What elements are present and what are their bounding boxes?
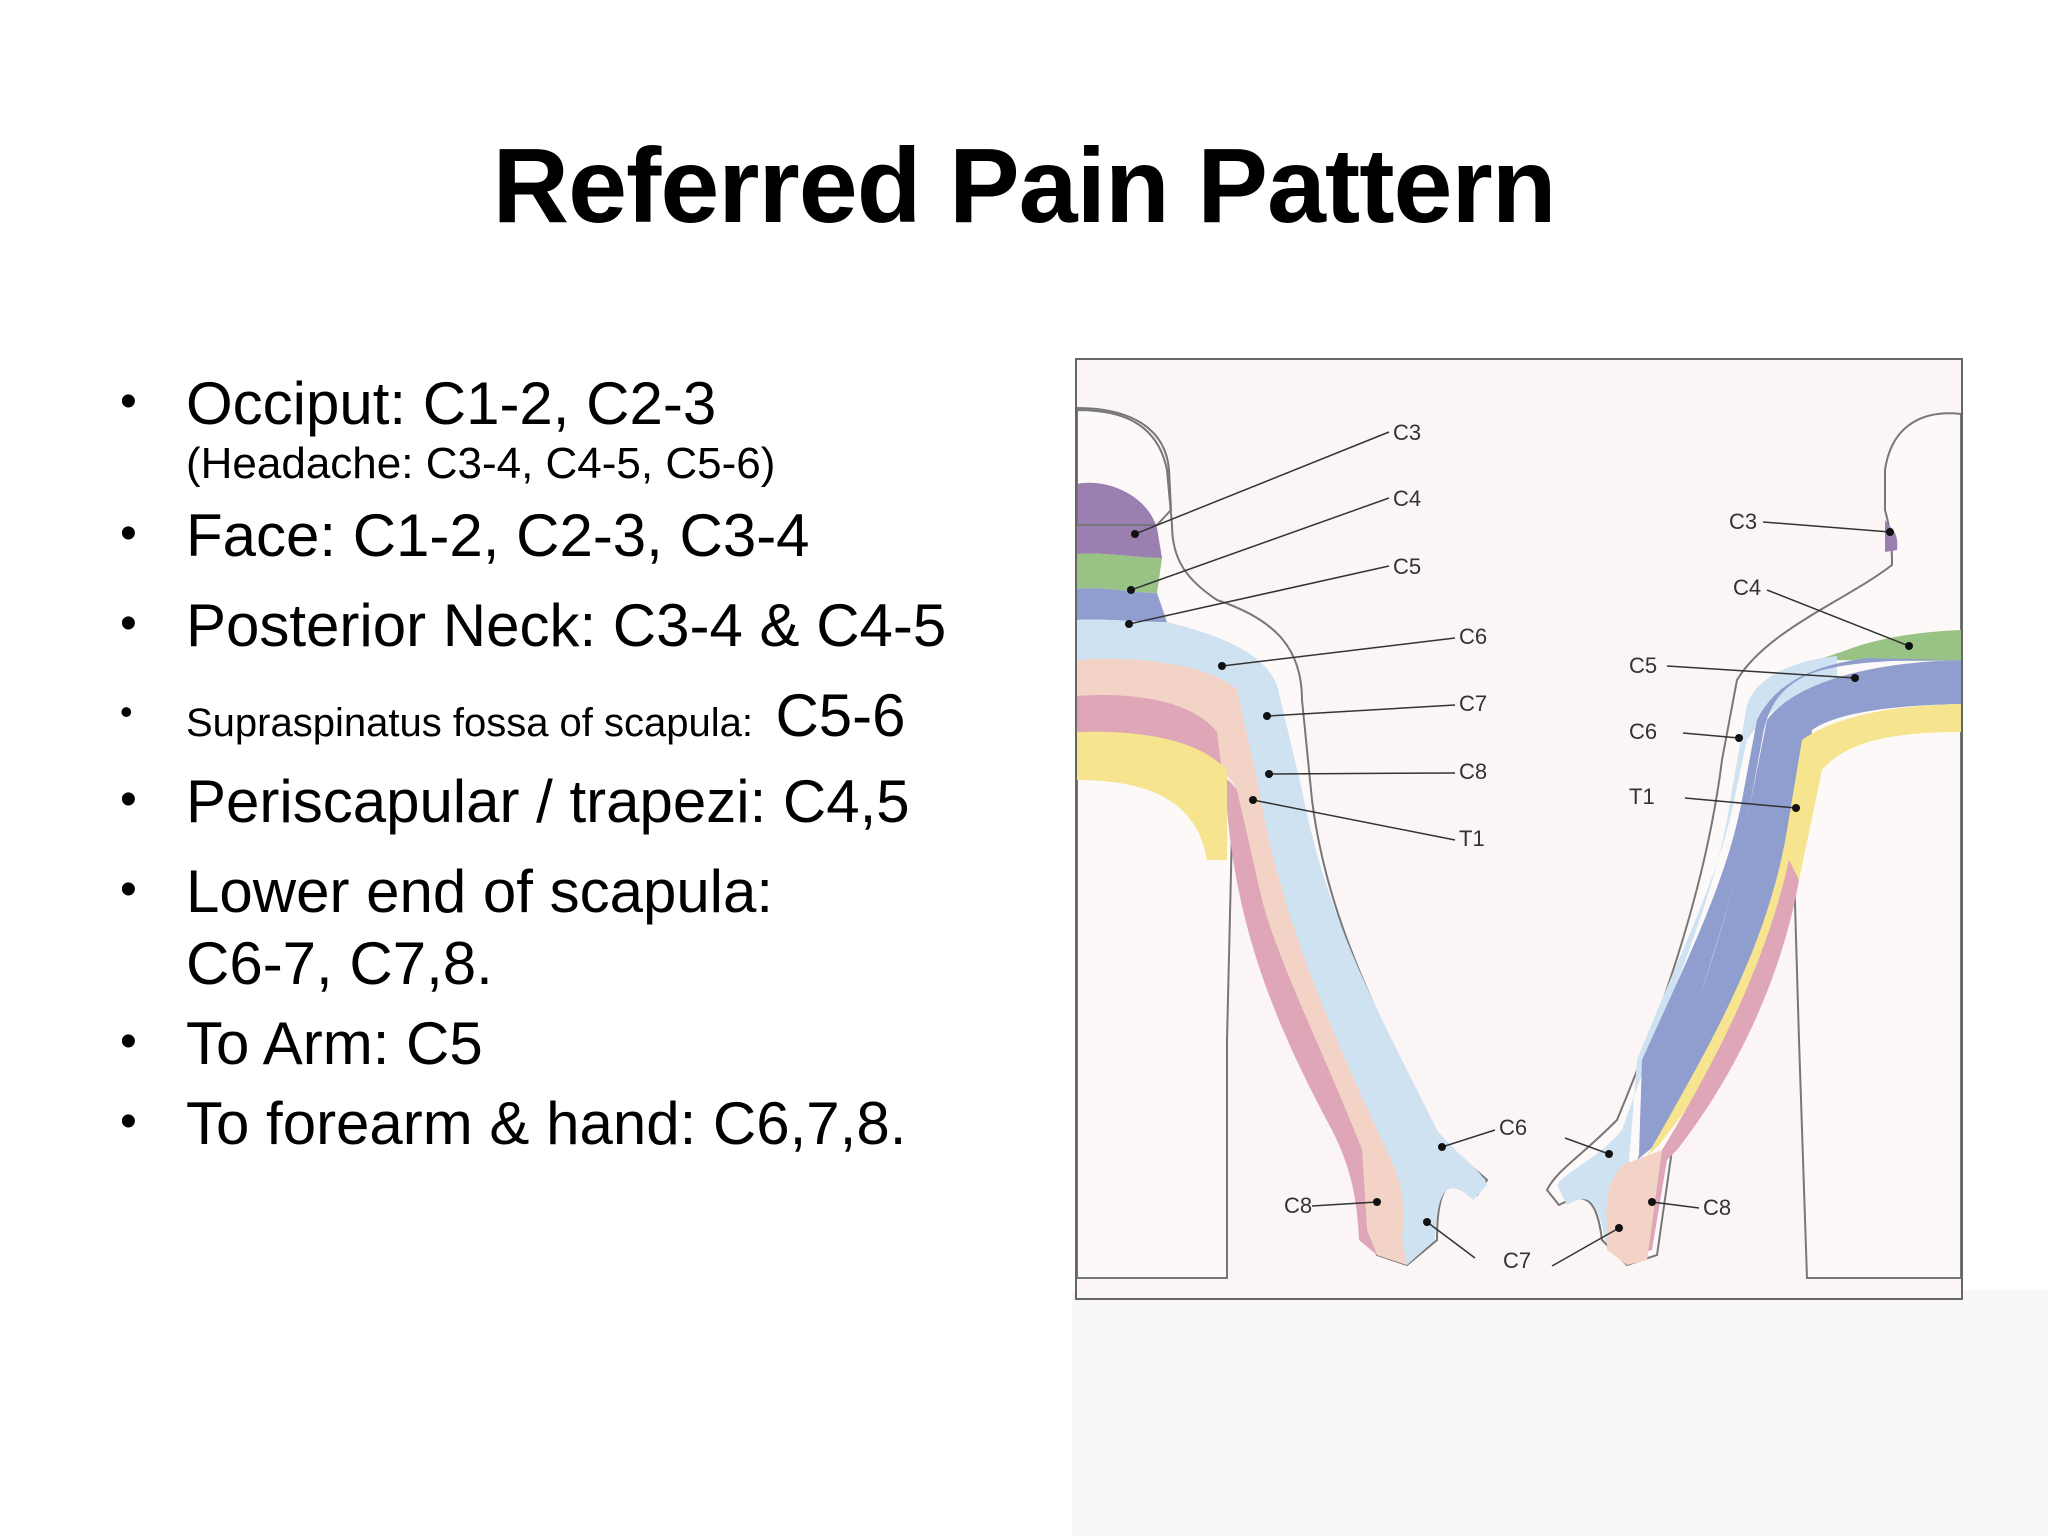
- left-body-figure: C3 C4 C5 C6 C7 C8 T1 C6 C8 C7: [1077, 406, 1531, 1279]
- right-pointer-dots: [1605, 528, 1913, 1232]
- bullet-text: Lower end of scapula: C6-7, C7,8.: [186, 858, 774, 998]
- bullet-occiput: • Occiput: C1-2, C2-3 (Headache: C3-4, C…: [120, 368, 1020, 488]
- bullet-face: • Face: C1-2, C2-3, C3-4: [120, 500, 1020, 572]
- right-c7-hand: [1606, 1150, 1662, 1265]
- slide-title: Referred Pain Pattern: [492, 127, 1557, 245]
- label-c5: C5: [1393, 554, 1421, 579]
- dermatome-figure: C3 C4 C5 C6 C7 C8 T1 C6 C8 C7: [1075, 358, 1963, 1300]
- bullet-small-text: Supraspinatus fossa of scapula:: [186, 701, 754, 746]
- bullet-supraspinatus: • Supraspinatus fossa of scapula: C5-6: [120, 680, 1020, 752]
- label-c4: C4: [1393, 486, 1421, 511]
- left-c4-band: [1077, 553, 1162, 593]
- label-c8-hand-right: C8: [1703, 1195, 1731, 1220]
- dermatome-diagram: C3 C4 C5 C6 C7 C8 T1 C6 C8 C7: [1077, 406, 1961, 1279]
- left-c3-band: [1077, 482, 1162, 558]
- left-head: [1077, 406, 1173, 526]
- label-c6-hand: C6: [1499, 1115, 1527, 1140]
- label-c7: C7: [1459, 691, 1487, 716]
- bullet-dot-icon: •: [120, 375, 137, 428]
- label-c3: C3: [1393, 420, 1421, 445]
- right-pointer-lines: [1551, 521, 1910, 1267]
- left-pointer-lines: [1128, 431, 1496, 1259]
- bullet-dot-icon: •: [120, 597, 137, 651]
- bullet-dot-icon: •: [120, 1015, 137, 1069]
- bullet-posterior-neck: • Posterior Neck: C3-4 & C4-5: [120, 590, 1020, 662]
- bullet-text: Posterior Neck: C3-4 & C4-5: [186, 592, 947, 660]
- bullet-text: To Arm: C5: [186, 1010, 483, 1078]
- bullet-list: • Occiput: C1-2, C2-3 (Headache: C3-4, C…: [120, 368, 1020, 1160]
- bullet-dot-icon: •: [120, 863, 137, 917]
- bullet-periscapular: • Periscapular / trapezi: C4,5: [120, 766, 1020, 838]
- bullet-text: C5-6: [775, 682, 906, 750]
- left-pointer-dots: [1125, 530, 1446, 1226]
- bullet-forearm-hand: • To forearm & hand: C6,7,8.: [120, 1088, 1020, 1160]
- bullet-lower-scapula: • Lower end of scapula: C6-7, C7,8.: [120, 856, 826, 1000]
- bullet-text: Periscapular / trapezi: C4,5: [186, 768, 910, 836]
- label-c6: C6: [1459, 624, 1487, 649]
- bullet-dot-icon: •: [120, 691, 133, 733]
- bullet-arm: • To Arm: C5: [120, 1008, 1020, 1080]
- bullet-text: To forearm & hand: C6,7,8.: [186, 1090, 907, 1158]
- right-c8-band: [1637, 860, 1799, 1255]
- bullet-dot-icon: •: [120, 773, 137, 827]
- label-t1-right: T1: [1629, 784, 1655, 809]
- label-c5-right: C5: [1629, 653, 1657, 678]
- right-body-figure: C3 C4 C5 C6 T1 C6 C8: [1545, 412, 1961, 1279]
- bullet-text: Face: C1-2, C2-3, C3-4: [186, 502, 810, 570]
- right-c4-band: [1817, 630, 1961, 661]
- label-t1: T1: [1459, 826, 1485, 851]
- bullet-text: Occiput: C1-2, C2-3: [186, 370, 717, 437]
- right-c6-band: [1557, 656, 1837, 1250]
- background-panel: [1072, 1290, 2048, 1536]
- bullet-dot-icon: •: [120, 507, 137, 561]
- label-c4-right: C4: [1733, 575, 1761, 600]
- bullet-dot-icon: •: [120, 1095, 137, 1149]
- bullet-subtext: (Headache: C3-4, C4-5, C5-6): [186, 439, 776, 488]
- label-c3-right: C3: [1729, 509, 1757, 534]
- label-c8-hand: C8: [1284, 1193, 1312, 1218]
- label-c6-right: C6: [1629, 719, 1657, 744]
- label-c7-hand: C7: [1503, 1248, 1531, 1273]
- right-c3-patch: [1885, 520, 1898, 552]
- left-t1-band: [1077, 731, 1227, 860]
- label-c8: C8: [1459, 759, 1487, 784]
- left-c5-band: [1077, 588, 1167, 622]
